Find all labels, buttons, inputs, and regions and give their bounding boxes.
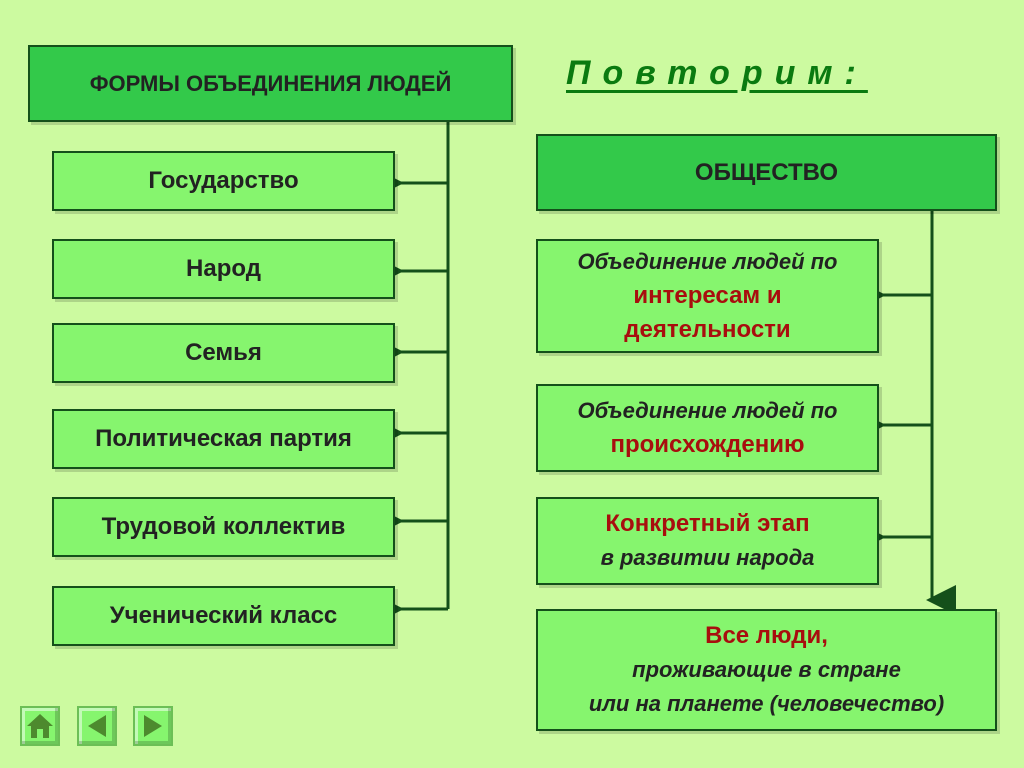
def-line: в развитии народа — [600, 545, 815, 570]
form-item-work-collective: Трудовой коллектив — [52, 497, 395, 557]
form-item-label: Политическая партия — [95, 425, 352, 452]
form-item-label: Трудовой коллектив — [101, 513, 346, 540]
right-header-label: ОБЩЕСТВО — [694, 158, 839, 186]
def-line-highlight: Конкретный этап — [605, 510, 810, 537]
arrow-right-icon — [144, 715, 162, 737]
form-item-political-party: Политическая партия — [52, 409, 395, 469]
def-line: Объединение людей по — [577, 249, 838, 274]
form-item-label: Семья — [185, 339, 262, 366]
form-item-family: Семья — [52, 323, 395, 383]
def-line: или на планете (человечество) — [588, 691, 945, 716]
home-icon — [27, 714, 53, 738]
prev-slide-button[interactable] — [77, 706, 117, 746]
def-line-highlight: Все люди, — [705, 622, 828, 649]
next-slide-button[interactable] — [133, 706, 173, 746]
form-item-people: Народ — [52, 239, 395, 299]
left-header-label: ФОРМЫ ОБЪЕДИНЕНИЯ ЛЮДЕЙ — [89, 70, 452, 96]
def-line-highlight: происхождению — [610, 431, 805, 458]
def-line-highlight: интересам и — [633, 282, 782, 309]
def-line: Объединение людей по — [577, 398, 838, 423]
right-header-box: ОБЩЕСТВО — [536, 134, 997, 211]
society-def-interests: Объединение людей по интересам и деятель… — [536, 239, 879, 353]
form-item-label: Государство — [148, 167, 299, 194]
society-def-humanity: Все люди, проживающие в стране или на пл… — [536, 609, 997, 731]
repeat-title: Повторим: — [566, 54, 868, 92]
form-item-label: Ученический класс — [109, 602, 338, 629]
arrow-left-icon — [88, 715, 106, 737]
society-def-stage: Конкретный этап в развитии народа — [536, 497, 879, 585]
left-header-box: ФОРМЫ ОБЪЕДИНЕНИЯ ЛЮДЕЙ — [28, 45, 513, 122]
form-item-label: Народ — [186, 255, 261, 282]
society-def-origin: Объединение людей по происхождению — [536, 384, 879, 472]
home-button[interactable] — [20, 706, 60, 746]
def-line: проживающие в стране — [632, 657, 901, 682]
form-item-school-class: Ученический класс — [52, 586, 395, 646]
form-item-state: Государство — [52, 151, 395, 211]
def-line-highlight: деятельности — [624, 316, 791, 343]
